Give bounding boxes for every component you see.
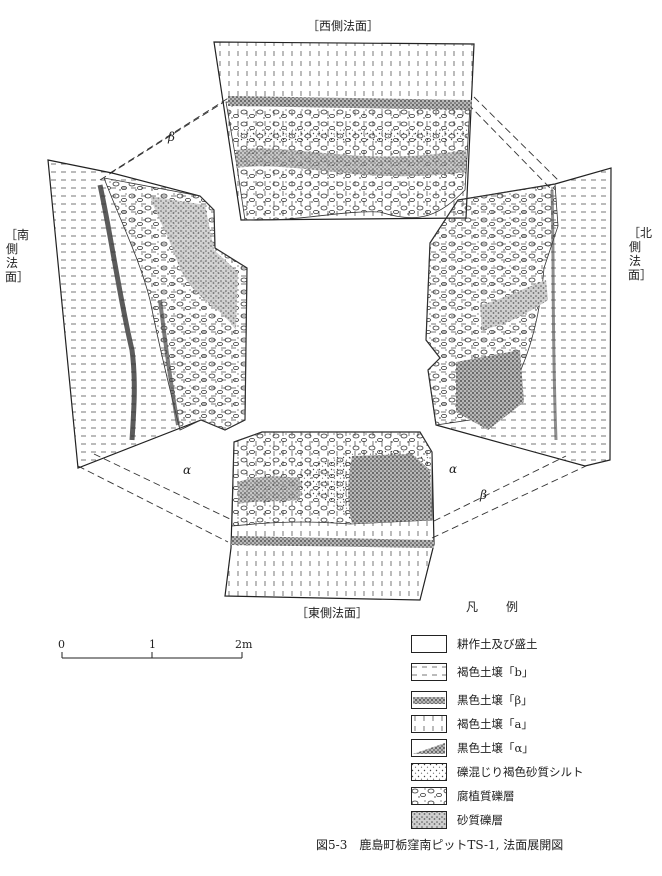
legend-item: 褐色土壌「a」 bbox=[411, 714, 533, 734]
south-face-label: ［南側法面］ bbox=[5, 228, 30, 284]
legend-item: 礫混じり褐色砂質シルト bbox=[411, 762, 584, 782]
west-face-label: ［西側法面］ bbox=[307, 19, 380, 33]
legend-item: 腐植質礫層 bbox=[411, 786, 515, 806]
scale-tick-2m: 2m bbox=[235, 638, 253, 651]
legend-item: 褐色土壌「b」 bbox=[411, 662, 533, 682]
legend-item: 黒色土壌「α」 bbox=[411, 738, 534, 758]
legend-item: 耕作土及び盛土 bbox=[411, 634, 538, 654]
west-face bbox=[213, 41, 475, 221]
scale-bar bbox=[61, 652, 243, 659]
scale-tick-0: 0 bbox=[58, 638, 65, 651]
figure-caption: 図5-3 鹿島町栃窪南ピットTS-1, 法面展開図 bbox=[316, 838, 564, 852]
legend-swatch-blank bbox=[411, 635, 447, 653]
legend-swatch-dark-wedge bbox=[411, 739, 447, 757]
alpha-marker-sw: α bbox=[183, 463, 192, 477]
legend-swatch-dark-stipple bbox=[411, 691, 447, 709]
east-face-label: ［東側法面］ bbox=[296, 606, 369, 620]
legend-swatch-dotted-pebbles bbox=[411, 763, 447, 781]
legend-label: 黒色土壌「β」 bbox=[457, 693, 533, 707]
north-face-label: ［北側法面］ bbox=[628, 226, 653, 282]
legend-item: 砂質礫層 bbox=[411, 810, 503, 830]
connector-lines bbox=[77, 96, 587, 543]
beta-marker-se: β bbox=[480, 488, 487, 502]
legend-item: 黒色土壌「β」 bbox=[411, 690, 533, 710]
legend-label: 黒色土壌「α」 bbox=[457, 741, 534, 755]
legend-swatch-sandy-gravel bbox=[411, 811, 447, 829]
legend-swatch-horizontal-dashes bbox=[411, 663, 447, 681]
alpha-marker-se: α bbox=[449, 462, 458, 476]
legend-label: 腐植質礫層 bbox=[457, 789, 515, 803]
legend-label: 礫混じり褐色砂質シルト bbox=[457, 765, 584, 779]
legend-label: 褐色土壌「b」 bbox=[457, 665, 534, 679]
north-face bbox=[425, 167, 612, 467]
legend-swatch-vertical-dashes bbox=[411, 715, 447, 733]
legend-swatch-pebbles bbox=[411, 787, 447, 805]
east-face bbox=[224, 431, 435, 601]
legend-label: 耕作土及び盛土 bbox=[457, 637, 538, 651]
scale-tick-1: 1 bbox=[149, 638, 156, 651]
legend-title: 凡 例 bbox=[466, 600, 527, 614]
legend-label: 砂質礫層 bbox=[457, 813, 503, 827]
beta-marker-nw: β bbox=[168, 130, 175, 144]
south-face bbox=[47, 159, 248, 469]
legend-label: 褐色土壌「a」 bbox=[457, 717, 533, 731]
